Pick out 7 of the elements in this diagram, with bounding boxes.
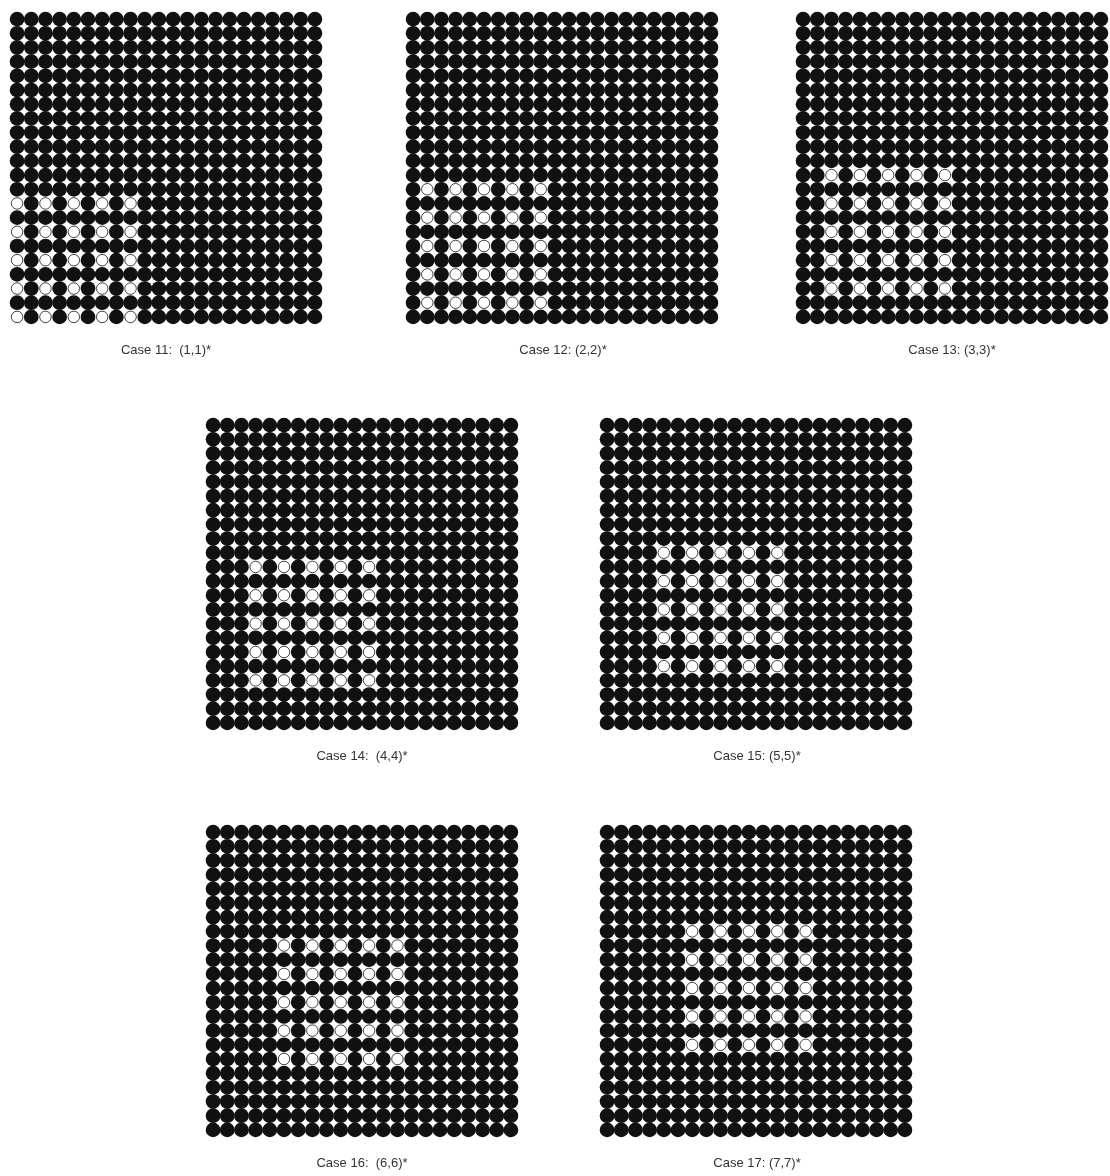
case-caption: Case 17: (7,7)* (712, 1155, 802, 1170)
case-caption: Case 16: (6,6)* (315, 1155, 409, 1170)
case-caption: Case 11: (1,1)* (119, 342, 213, 357)
case-caption: Case 14: (4,4)* (315, 748, 409, 763)
case-caption: Case 15: (5,5)* (712, 748, 802, 763)
case-caption: Case 12: (2,2)* (518, 342, 608, 357)
case-caption: Case 13: (3,3)* (907, 342, 997, 357)
